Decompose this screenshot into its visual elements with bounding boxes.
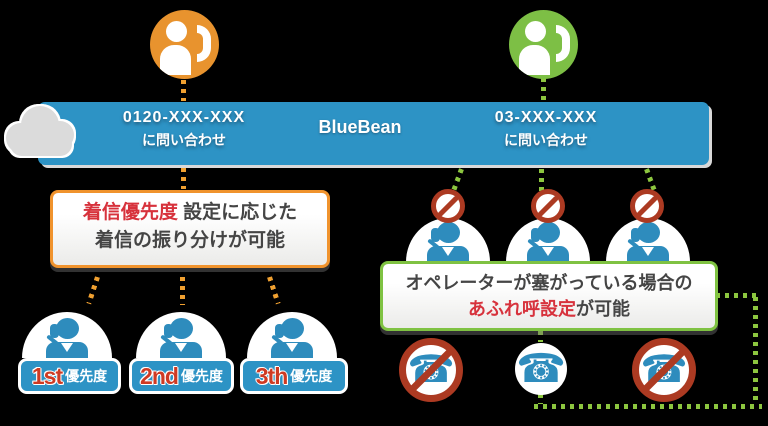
inquiry-left: 0120-XXX-XXX に問い合わせ bbox=[84, 109, 284, 150]
prohibition-icon bbox=[531, 189, 565, 223]
overflow-route-connector bbox=[716, 293, 756, 298]
priority-badge-2: 2nd 優先度 bbox=[129, 358, 234, 394]
dotted-connector bbox=[541, 78, 546, 101]
operator-headset-icon bbox=[624, 222, 672, 262]
dotted-connector bbox=[539, 169, 544, 191]
overflow-note-line2: あふれ呼設定が可能 bbox=[468, 299, 630, 319]
priority-note-line2: 着信の振り分けが可能 bbox=[94, 230, 285, 251]
priority-rank: 1st bbox=[31, 362, 63, 389]
person-head bbox=[166, 21, 187, 42]
pbx-bar bbox=[38, 102, 709, 165]
dotted-connector bbox=[451, 168, 464, 191]
operator-headset-icon bbox=[157, 318, 205, 358]
priority-label: 優先度 bbox=[290, 368, 333, 384]
operator-avatar-busy bbox=[406, 218, 490, 262]
dotted-connector bbox=[644, 168, 657, 191]
cloud-icon bbox=[6, 106, 78, 158]
priority-rank: 3th bbox=[255, 362, 288, 389]
brand-logo: BlueBean bbox=[318, 117, 402, 137]
caller-green-icon bbox=[509, 10, 578, 79]
dotted-connector bbox=[181, 168, 186, 189]
telephone-icon: ☎ bbox=[640, 347, 688, 391]
overflow-route-connector bbox=[753, 297, 758, 403]
priority-label: 優先度 bbox=[180, 368, 223, 384]
operator-headset-icon bbox=[43, 318, 91, 358]
blocked-telephone: ☎ bbox=[632, 338, 696, 402]
inquiry-caption: に問い合わせ bbox=[504, 132, 588, 148]
overflow-note-line1: オペレーターが塞がっている場合の bbox=[405, 273, 693, 293]
priority-note-highlight: 着信優先度 bbox=[82, 202, 178, 223]
prohibition-icon bbox=[630, 189, 664, 223]
overflow-route-connector bbox=[534, 404, 762, 409]
priority-note-line1: 着信優先度 設定に応じた bbox=[82, 202, 298, 223]
overflow-note: オペレーターが塞がっている場合の あふれ呼設定が可能 bbox=[380, 261, 718, 331]
priority-badge-3: 3th 優先度 bbox=[240, 358, 348, 394]
phone-handset-icon bbox=[197, 25, 211, 62]
person-body bbox=[519, 45, 550, 75]
operator-avatar-busy bbox=[606, 218, 690, 262]
overflow-route-connector bbox=[538, 331, 543, 342]
operator-avatar bbox=[136, 312, 226, 358]
prohibition-icon bbox=[431, 189, 465, 223]
telephone-icon: ☎ bbox=[516, 346, 566, 392]
priority-rank: 2nd bbox=[140, 362, 179, 389]
telephone-icon: ☎ bbox=[407, 347, 455, 391]
dotted-connector bbox=[86, 276, 100, 305]
dotted-connector bbox=[181, 80, 186, 101]
operator-headset-icon bbox=[268, 318, 316, 358]
person-head bbox=[525, 21, 546, 42]
overflow-note-highlight: あふれ呼設定 bbox=[468, 299, 576, 319]
dotted-connector bbox=[180, 277, 185, 305]
available-telephone: ☎ bbox=[515, 343, 567, 395]
priority-badge-1: 1st 優先度 bbox=[18, 358, 121, 394]
phone-number: 0120-XXX-XXX bbox=[122, 109, 246, 126]
operator-avatar-busy bbox=[506, 218, 590, 262]
operator-avatar bbox=[22, 312, 112, 358]
operator-avatar bbox=[247, 312, 337, 358]
phone-handset-icon bbox=[556, 25, 570, 62]
inquiry-right: 03-XXX-XXX に問い合わせ bbox=[446, 109, 646, 150]
caller-orange-icon bbox=[150, 10, 219, 79]
priority-label: 優先度 bbox=[65, 368, 108, 384]
priority-note: 着信優先度 設定に応じた 着信の振り分けが可能 bbox=[50, 190, 330, 268]
phone-number: 03-XXX-XXX bbox=[494, 109, 598, 126]
overflow-route-connector bbox=[538, 394, 543, 404]
inquiry-caption: に問い合わせ bbox=[142, 132, 226, 148]
operator-headset-icon bbox=[424, 222, 472, 262]
blocked-telephone: ☎ bbox=[399, 338, 463, 402]
dotted-connector bbox=[267, 276, 281, 305]
person-body bbox=[160, 45, 191, 75]
operator-headset-icon bbox=[524, 222, 572, 262]
